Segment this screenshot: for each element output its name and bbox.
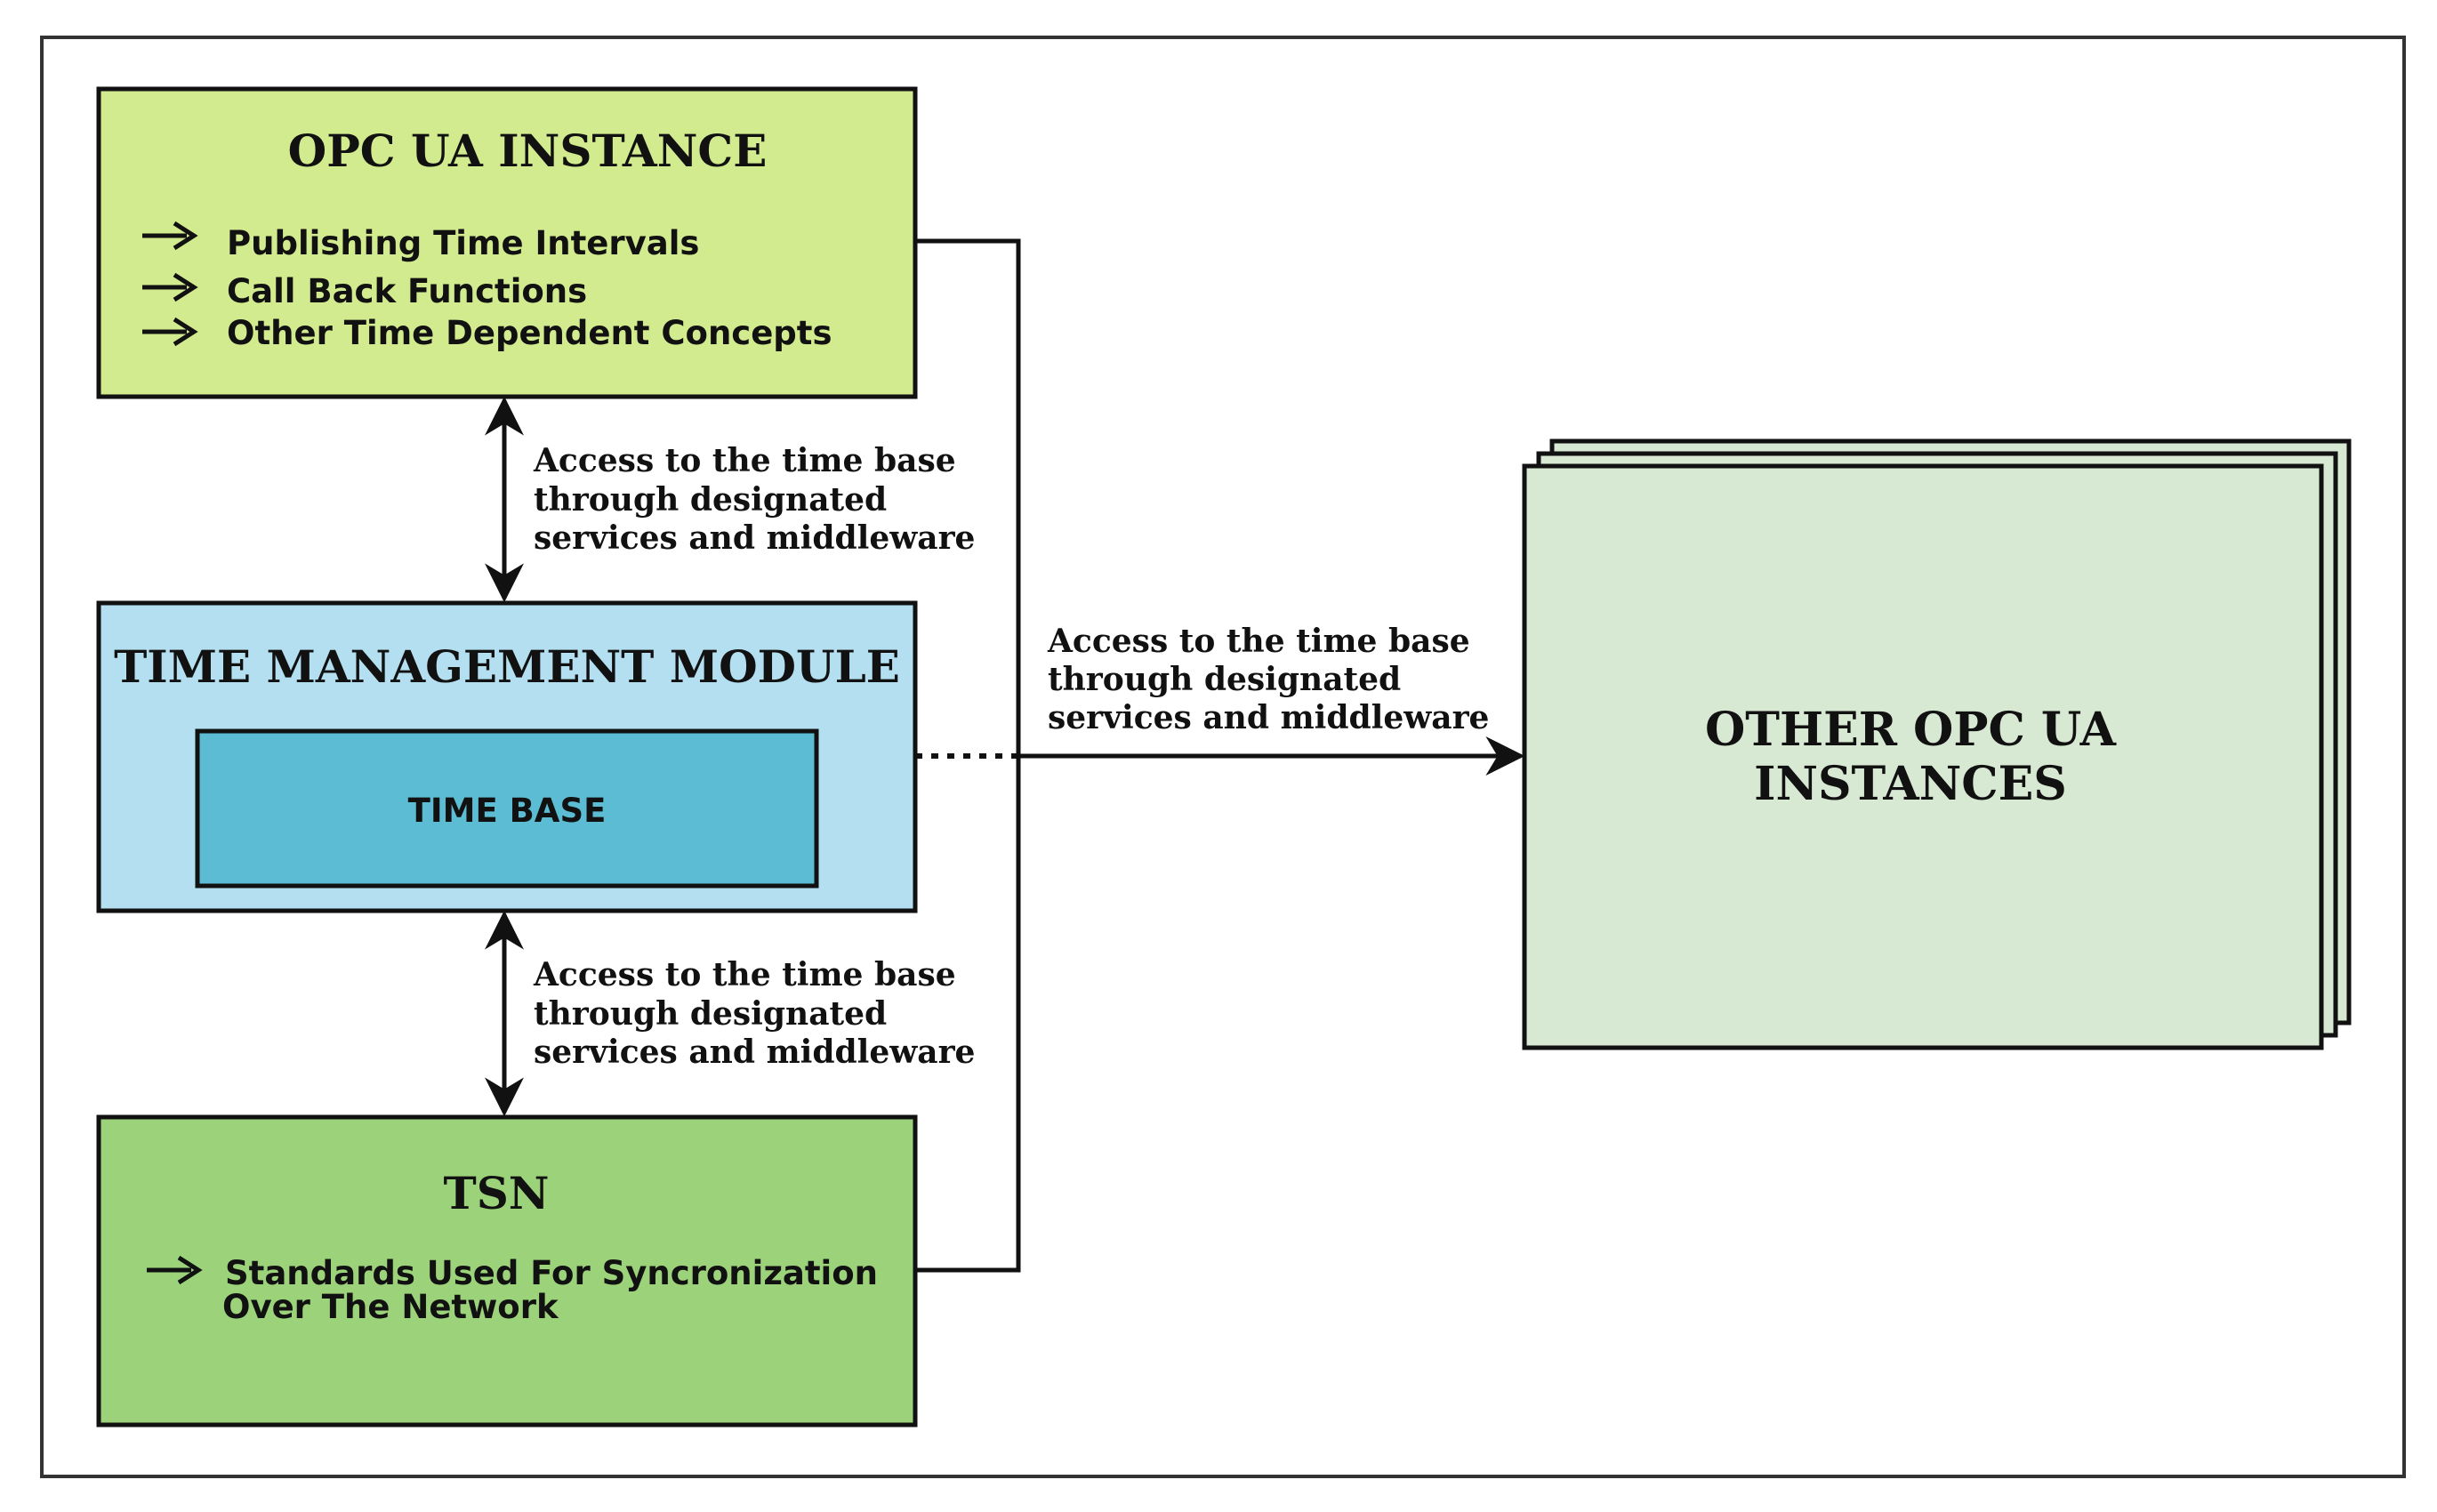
edge-label-line: through designated — [534, 481, 887, 519]
opc-ua-instance-title: OPC UA INSTANCE — [288, 125, 768, 177]
right-arrow-icon — [147, 1255, 203, 1285]
other-opc-ua-instances-stack[interactable]: OTHER OPC UA INSTANCES — [1522, 438, 2352, 1050]
edge-label-opc-tmm: Access to the time base through designat… — [533, 442, 975, 557]
edge-label-line: services and middleware — [1048, 699, 1489, 736]
tsn-box[interactable]: TSN Standards Used For Syncronization Ov… — [96, 1114, 918, 1428]
opc-item-label: Call Back Functions — [227, 272, 587, 310]
edge-label-line: services and middleware — [534, 519, 975, 557]
edge-label-tmm-tsn: Access to the time base through designat… — [533, 956, 975, 1071]
tsn-item-line1: Standards Used For Syncronization — [225, 1254, 878, 1292]
opc-ua-instance-rect — [96, 86, 918, 399]
opc-item-label: Other Time Dependent Concepts — [227, 314, 832, 352]
edge-label-line: services and middleware — [534, 1033, 975, 1071]
edge-label-line: through designated — [534, 995, 887, 1033]
edge-label-line: Access to the time base — [533, 442, 956, 479]
right-arrow-icon — [142, 221, 198, 251]
other-instances-label-line1: OTHER OPC UA — [1705, 703, 2117, 757]
opc-item-3: Other Time Dependent Concepts — [142, 314, 832, 352]
edge-label-line: Access to the time base — [1047, 623, 1470, 660]
right-arrow-icon — [142, 272, 198, 302]
other-instances-label-line2: INSTANCES — [1754, 757, 2067, 811]
edge-label-to-other-instances: Access to the time base through designat… — [1047, 623, 1489, 736]
tsn-rect — [96, 1114, 918, 1428]
tsn-item-line2: Over The Network — [222, 1288, 559, 1326]
time-management-module-title: TIME MANAGEMENT MODULE — [114, 640, 900, 693]
edge-label-line: Access to the time base — [533, 956, 956, 993]
time-base-box[interactable]: TIME BASE — [195, 728, 819, 889]
opc-item-label: Publishing Time Intervals — [227, 224, 699, 262]
stack-page-front — [1522, 463, 2324, 1050]
edge-label-line: through designated — [1048, 661, 1401, 698]
time-base-rect — [195, 728, 819, 889]
time-base-label: TIME BASE — [408, 792, 607, 830]
opc-item-2: Call Back Functions — [142, 272, 587, 310]
right-arrow-icon — [142, 317, 198, 347]
opc-ua-instance-box[interactable]: OPC UA INSTANCE Publishing Time Interval… — [96, 86, 918, 399]
tsn-title: TSN — [443, 1167, 549, 1219]
opc-item-1: Publishing Time Intervals — [142, 221, 699, 262]
time-management-module-box[interactable]: TIME MANAGEMENT MODULE TIME BASE — [96, 600, 918, 913]
tsn-item-1: Standards Used For Syncronization Over T… — [147, 1254, 878, 1326]
